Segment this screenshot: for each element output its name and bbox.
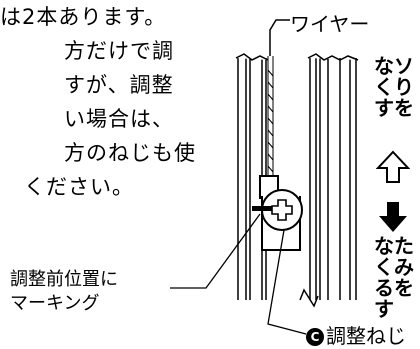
screw-leader-line: [267, 229, 307, 335]
lower-char: み: [394, 255, 414, 279]
marking-label-line-2: マーキング: [10, 293, 100, 314]
frame-rails: [237, 58, 357, 300]
wire-label: ワイヤー: [290, 12, 370, 36]
instruction-paragraph: は2本あります。 方だけで調 すが、調整 い場合は、 方のねじも使 ください。: [0, 0, 210, 204]
instruction-line-5: 方のねじも使: [64, 141, 196, 165]
marking-callout: 調整前位置に マーキング: [10, 268, 160, 316]
raise-char: す: [374, 96, 394, 120]
wire-leader-line: [269, 19, 290, 56]
instruction-line-1: は2本あります。: [0, 5, 167, 29]
bottom-break-mark: [299, 288, 319, 308]
adjust-screw-text: 調整ねじ: [326, 324, 406, 348]
lower-char: る: [374, 276, 394, 300]
wire: [267, 56, 274, 176]
lower-char: た: [394, 234, 414, 258]
lower-char: す: [374, 297, 394, 321]
instruction-line-2: 方だけで調: [64, 39, 174, 63]
instruction-line-4: い場合は、: [64, 107, 174, 131]
top-break-marks: [235, 53, 359, 61]
down-arrow-icon: [378, 200, 408, 238]
marking-leader-line: [170, 213, 261, 289]
label-c-badge: C: [306, 328, 324, 346]
instruction-line-3: すが、調整: [64, 73, 174, 97]
marking-bar: [252, 206, 272, 211]
lower-char: く: [374, 255, 394, 279]
raise-instruction: ソ り を な く す: [374, 56, 414, 119]
raise-char: な: [374, 54, 394, 78]
lower-instruction: た み を な く る す: [374, 236, 414, 320]
lower-char: を: [394, 276, 414, 300]
instruction-line-6: ください。: [24, 175, 134, 199]
raise-char: を: [394, 96, 414, 120]
marking-label-line-1: 調整前位置に: [10, 269, 118, 290]
raise-char: ソ: [394, 54, 414, 78]
lower-char: な: [374, 234, 394, 258]
up-arrow-icon: [375, 150, 411, 188]
raise-char: く: [374, 75, 394, 99]
raise-char: り: [394, 75, 414, 99]
